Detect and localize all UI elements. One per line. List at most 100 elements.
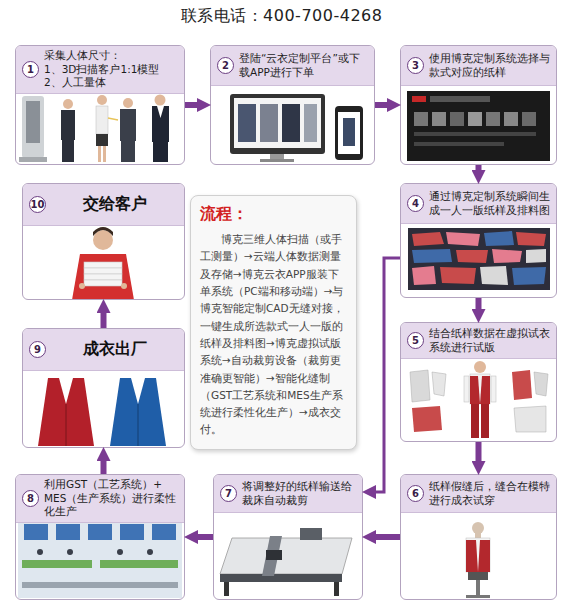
virtual-fitting-illustration-part (410, 370, 430, 402)
callout-number: 7 (220, 485, 237, 502)
cad-screen-illustration-part (414, 112, 428, 126)
cad-screen-illustration-part (412, 96, 426, 102)
step-text-column: 交给客户 (51, 194, 178, 215)
mannequin-illustration-part (466, 538, 490, 572)
step-text: 登陆“云衣定制平台”或下载APP进行下单 (239, 52, 368, 79)
callout-number: 1 (22, 61, 39, 78)
scan-illustration-part (98, 146, 101, 162)
factory-illustration-part (147, 549, 153, 555)
step-text-column: 结合纸样数据在虚拟试衣系统进行试版 (429, 327, 550, 354)
process-box: 3 使用博克定制系统选择与款式对应的纸样 (400, 45, 557, 165)
step-text: 利用GST（工艺系统）+ MES（生产系统）进行柔性化生产 (44, 478, 178, 519)
cutting-machine-illustration-part (220, 574, 342, 582)
cad-screen-illustration-part (450, 112, 464, 126)
delivery-illustration-part (84, 262, 122, 268)
process-box: 5结合纸样数据在虚拟试衣系统进行试版 (400, 322, 557, 442)
factory-illustration-part (18, 518, 182, 598)
factory-illustration-part (120, 524, 144, 540)
marker-layout-illustration-part (440, 267, 476, 284)
flow-arrow (376, 258, 400, 492)
mannequin-illustration-part (472, 522, 484, 534)
cutting-machine-illustration-part (262, 536, 282, 576)
virtual-fitting-illustration-part (412, 406, 442, 432)
platform-illustration-part (304, 104, 317, 142)
virtual-fitting-illustration-part (470, 376, 480, 404)
scan-illustration-part (152, 106, 169, 142)
factory-illustration-part (56, 524, 80, 540)
step-text: 通过博克定制系统瞬间生成一人一版纸样及排料图 (429, 190, 550, 217)
step-header: 2登陆“云衣定制平台”或下载APP进行下单 (211, 46, 374, 86)
platform-illustration-part (282, 104, 300, 142)
scan-illustration-part (120, 109, 136, 141)
process-box: 6 纸样假缝后，缝合在模特进行成衣试穿 (400, 474, 557, 600)
mannequin-illustration-part (475, 533, 481, 538)
step-text: 结合纸样数据在虚拟试衣系统进行试版 (429, 327, 550, 354)
step-text-column: 使用博克定制系统选择与款式对应的纸样 (429, 52, 550, 79)
cad-screen-illustration-part (432, 112, 446, 126)
marker-layout-illustration-part (412, 249, 452, 263)
process-box: 9成衣出厂 (22, 328, 185, 448)
cad-screen-illustration-part (414, 132, 536, 136)
marker-layout-illustration-part (446, 232, 480, 246)
platform-illustration-part (230, 94, 325, 154)
cad-screen-illustration-part (414, 142, 504, 146)
virtual-fitting-illustration-part (474, 361, 486, 373)
callout-number: 3 (407, 57, 424, 74)
flow-arrow (476, 165, 482, 170)
suits-illustration (38, 378, 166, 446)
factory-illustration-part (22, 560, 92, 568)
suits-illustration-part (59, 378, 73, 404)
platform-illustration-part (338, 112, 360, 154)
scan-illustration-part (96, 134, 108, 146)
process-box: 8利用GST（工艺系统）+ MES（生产系统）进行柔性化生产 (15, 474, 185, 600)
page-title: 联系电话：400-700-4268 (0, 6, 563, 27)
mannequin-illustration-part (466, 595, 490, 598)
flow-arrow (476, 298, 482, 309)
virtual-fitting-illustration-part (432, 372, 446, 396)
step-text: 2、人工量体 (44, 76, 159, 90)
factory-illustration-part (24, 524, 48, 540)
step-text-column: 登陆“云衣定制平台”或下载APP进行下单 (239, 52, 368, 79)
step-text-column: 采集人体尺寸：1、3D扫描客户1:1模型2、人工量体 (44, 49, 159, 90)
platform-illustration-part (343, 118, 355, 146)
process-box: 4通过博克定制系统瞬间生成一人一版纸样及排料图 (400, 183, 557, 298)
marker-layout-illustration-part (492, 249, 522, 263)
step-text: 使用博克定制系统选择与款式对应的纸样 (429, 52, 550, 79)
step-header: 9成衣出厂 (23, 329, 184, 371)
virtual-fitting-illustration-part (464, 376, 469, 402)
platform-illustration-part (260, 104, 278, 142)
delivery-illustration-part (79, 283, 85, 289)
scan-illustration-part (61, 110, 75, 140)
mannequin-illustration-part (478, 540, 490, 572)
scan-illustration-part (22, 96, 44, 158)
step-header: 10交给客户 (23, 184, 184, 226)
flow-arrow (185, 102, 197, 108)
delivery-illustration-part (121, 283, 127, 289)
step-header: 4通过博克定制系统瞬间生成一人一版纸样及排料图 (401, 184, 556, 224)
flow-arrow (476, 442, 482, 461)
delivery-illustration (72, 227, 134, 300)
factory-illustration-part (22, 582, 178, 588)
step-header: 7将调整好的纸样输送给裁床自动裁剪 (214, 475, 362, 513)
cad-screen-illustration-part (430, 96, 490, 102)
scan-illustration-part (103, 146, 106, 162)
note-title: 流程： (200, 204, 347, 225)
marker-layout-illustration-part (408, 228, 550, 290)
factory-illustration (18, 518, 182, 598)
scan-illustration-part (121, 141, 135, 162)
scan-illustration-part (153, 142, 168, 162)
cutting-machine-illustration-part (224, 582, 229, 596)
process-box: 7将调整好的纸样输送给裁床自动裁剪 (213, 474, 363, 600)
suits-illustration-part (138, 404, 139, 446)
callout-number: 6 (407, 485, 424, 502)
cad-screen-illustration-part (468, 112, 482, 126)
scan-illustration-part (155, 95, 166, 106)
step-text: 纸样假缝后，缝合在模特进行成衣试穿 (429, 480, 550, 507)
scan-illustration (19, 95, 169, 163)
virtual-fitting-illustration-part (470, 374, 490, 404)
flow-arrow (375, 102, 387, 108)
scan-illustration-part (157, 106, 164, 118)
step-text-column: 成衣出厂 (51, 339, 178, 360)
cad-screen-illustration-part (504, 112, 518, 126)
scan-illustration-part (63, 99, 73, 109)
